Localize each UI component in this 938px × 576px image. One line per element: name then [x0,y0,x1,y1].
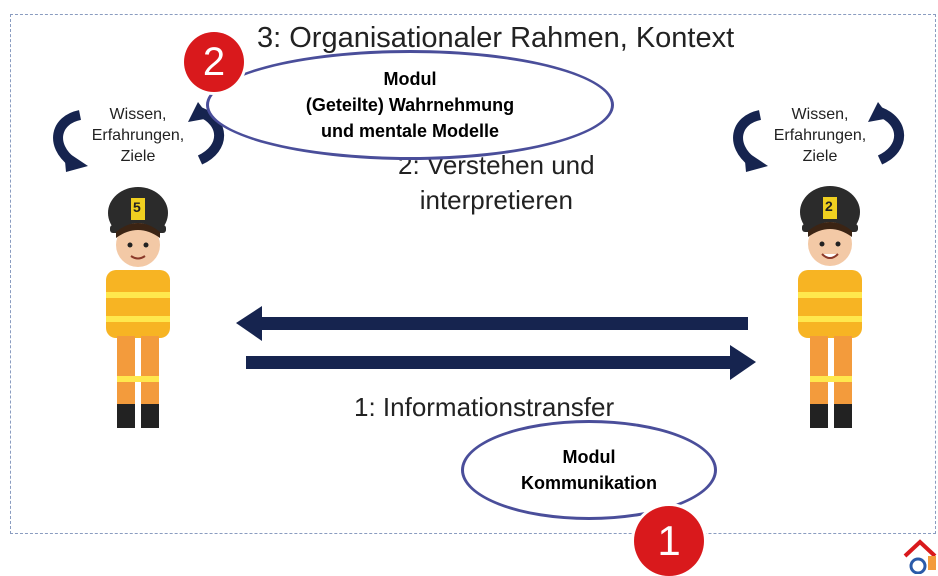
badge-1: 1 [634,506,704,576]
right-cycle-arrowhead-a [744,150,768,172]
module-perception-line1: Modul [383,69,437,89]
right-helmet-number: 2 [825,198,833,214]
module-communication-line2: Kommunikation [520,473,657,493]
logo-icon [903,539,937,574]
module-communication[interactable]: Modul Kommunikation [461,420,717,520]
module-communication-line1: Modul [562,447,616,467]
module-perception[interactable]: Modul (Geteilte) Wahrnehmung und mentale… [206,50,614,160]
badge-2: 2 [184,32,244,92]
right-label-line3: Ziele [802,148,838,165]
arrow-left [236,306,748,341]
transfer-label: 1: Informationstransfer [354,392,615,422]
left-cycle-arrowhead-a [64,150,88,172]
right-label-line2: Erfahrungen, [773,127,867,144]
left-firefighter [106,187,170,428]
right-label-line1: Wissen, [791,106,849,123]
left-label-line3: Ziele [120,148,156,165]
module-perception-line2: (Geteilte) Wahrnehmung [305,95,515,115]
left-helmet-number: 5 [133,199,141,215]
module-perception-line3: und mentale Modelle [320,121,500,141]
left-cycle-arrowhead-b [188,102,210,122]
right-cycle-arrowhead-b [868,102,890,122]
right-person-label: Wissen, Erfahrungen, Ziele [770,104,870,167]
arrow-right [246,345,756,380]
left-label-line1: Wissen, [109,106,167,123]
understand-label-line2: interpretieren [419,185,573,215]
right-firefighter [798,186,862,428]
left-label-line2: Erfahrungen, [91,127,185,144]
diagram-frame [10,14,936,534]
left-person-label: Wissen, Erfahrungen, Ziele [88,104,188,167]
context-label: 3: Organisationaler Rahmen, Kontext [257,22,735,54]
